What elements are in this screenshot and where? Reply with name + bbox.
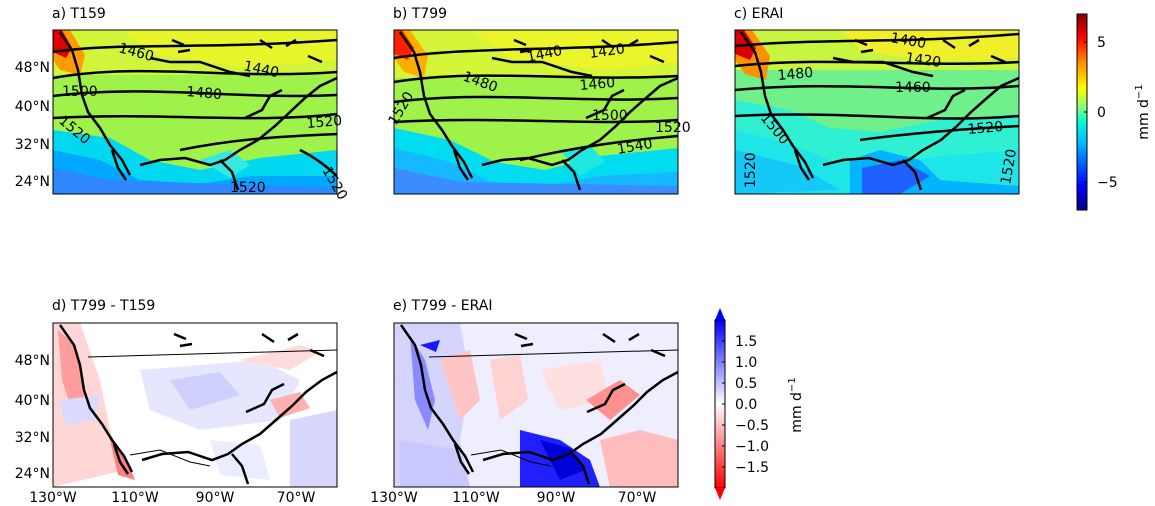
panel-e: e) T799 - ERAI 130°W 1 <box>370 298 679 506</box>
svg-text:1520: 1520 <box>230 180 266 196</box>
panel-e-xticks: 130°W 110°W 90°W 70°W <box>370 490 656 506</box>
svg-text:1440: 1440 <box>526 43 564 66</box>
panel-d-coastlines <box>58 324 338 485</box>
panel-e-title: e) T799 - ERAI <box>393 298 492 314</box>
svg-text:70°W: 70°W <box>618 490 657 506</box>
svg-text:1420: 1420 <box>588 41 626 62</box>
panel-a-field <box>53 30 337 194</box>
svg-text:1520: 1520 <box>998 148 1020 186</box>
colorbar-bottom-ticks: 1.5 1.0 0.5 0.0 −0.5 −1.0 −1.5 <box>722 334 769 476</box>
panel-e-coastlines <box>399 324 679 485</box>
colorbar-bottom-tick-label: 0.0 <box>735 397 757 413</box>
colorbar-top: 5 0 −5 mm d−1 <box>1076 13 1152 211</box>
svg-text:1500: 1500 <box>592 108 628 124</box>
panel-e-field <box>394 323 678 487</box>
panel-c-frame <box>734 29 1020 195</box>
panel-b-contours <box>393 40 679 162</box>
svg-text:1540: 1540 <box>616 136 654 158</box>
panel-a-contours <box>52 38 338 177</box>
colorbar-top-tick-label: 5 <box>1097 35 1106 51</box>
svg-text:32°N: 32°N <box>15 430 50 446</box>
panel-a-yticks: 48°N 40°N 32°N 24°N <box>15 60 50 190</box>
svg-text:1480: 1480 <box>777 65 814 84</box>
svg-text:40°N: 40°N <box>15 393 50 409</box>
panel-e-frame <box>393 322 679 488</box>
colorbar-bottom-min-arrow <box>715 488 725 500</box>
panel-b-title: b) T799 <box>393 6 447 22</box>
svg-text:90°W: 90°W <box>537 490 576 506</box>
svg-text:130°W: 130°W <box>29 490 77 506</box>
panel-d: d) T799 - T159 48°N 40°N <box>15 298 338 506</box>
svg-text:1460: 1460 <box>895 80 931 96</box>
panel-d-frame <box>52 322 338 488</box>
panel-c-title: c) ERAI <box>734 6 783 22</box>
svg-text:48°N: 48°N <box>15 60 50 76</box>
colorbar-bottom-label: mm d−1 <box>787 377 805 432</box>
panel-b: b) T799 1440 <box>386 6 691 195</box>
colorbar-top-tick-label: −5 <box>1097 175 1118 191</box>
colorbar-bottom-max-arrow <box>715 308 725 320</box>
colorbar-top-ticks: 5 0 −5 <box>1084 35 1118 191</box>
svg-text:110°W: 110°W <box>111 490 159 506</box>
svg-text:1520: 1520 <box>306 113 343 132</box>
svg-text:110°W: 110°W <box>452 490 500 506</box>
panel-c: c) ERAI <box>734 6 1020 195</box>
svg-text:1500: 1500 <box>62 84 98 100</box>
panel-d-border <box>87 349 338 358</box>
svg-text:90°W: 90°W <box>196 490 235 506</box>
colorbar-top-tick-label: 0 <box>1097 105 1106 121</box>
panel-c-field <box>735 30 1019 194</box>
panel-e-border <box>428 349 679 358</box>
svg-text:130°W: 130°W <box>370 490 418 506</box>
colorbar-bottom-tick-label: 0.5 <box>735 376 757 392</box>
panel-a-frame <box>52 29 338 195</box>
svg-text:1480: 1480 <box>186 84 223 103</box>
panel-d-xticks: 130°W 110°W 90°W 70°W <box>29 490 315 506</box>
svg-text:1420: 1420 <box>904 50 942 71</box>
colorbar-bottom-tick-label: −0.5 <box>735 418 769 434</box>
panel-d-yticks: 48°N 40°N 32°N 24°N <box>15 353 50 482</box>
colorbar-top-label: mm d−1 <box>1134 84 1152 139</box>
svg-text:1520: 1520 <box>655 120 691 136</box>
svg-text:1460: 1460 <box>579 75 616 94</box>
svg-text:1520: 1520 <box>967 119 1004 138</box>
colorbar-bottom-tick-label: −1.5 <box>735 460 769 476</box>
svg-text:48°N: 48°N <box>15 353 50 369</box>
svg-text:1440: 1440 <box>242 58 280 81</box>
svg-text:32°N: 32°N <box>15 137 50 153</box>
svg-text:24°N: 24°N <box>15 174 50 190</box>
colorbar-bottom-tick-label: 1.5 <box>735 334 757 350</box>
svg-text:24°N: 24°N <box>15 466 50 482</box>
svg-text:1520: 1520 <box>743 152 759 188</box>
panel-e-border-south <box>470 449 552 467</box>
svg-text:70°W: 70°W <box>277 490 316 506</box>
panel-c-contours <box>734 32 1020 142</box>
panel-b-frame <box>393 29 679 195</box>
panel-d-border-south <box>129 449 211 467</box>
svg-text:40°N: 40°N <box>15 99 50 115</box>
colorbar-bottom-tick-label: −1.0 <box>735 439 769 455</box>
colorbar-bottom: 1.5 1.0 0.5 0.0 −0.5 −1.0 −1.5 mm d−1 <box>714 308 805 500</box>
svg-text:1400: 1400 <box>889 30 927 52</box>
panel-d-title: d) T799 - T159 <box>52 298 155 314</box>
panel-a-title: a) T159 <box>52 6 106 22</box>
panel-a: a) T159 <box>15 6 351 203</box>
colorbar-bottom-tick-label: 1.0 <box>735 355 757 371</box>
